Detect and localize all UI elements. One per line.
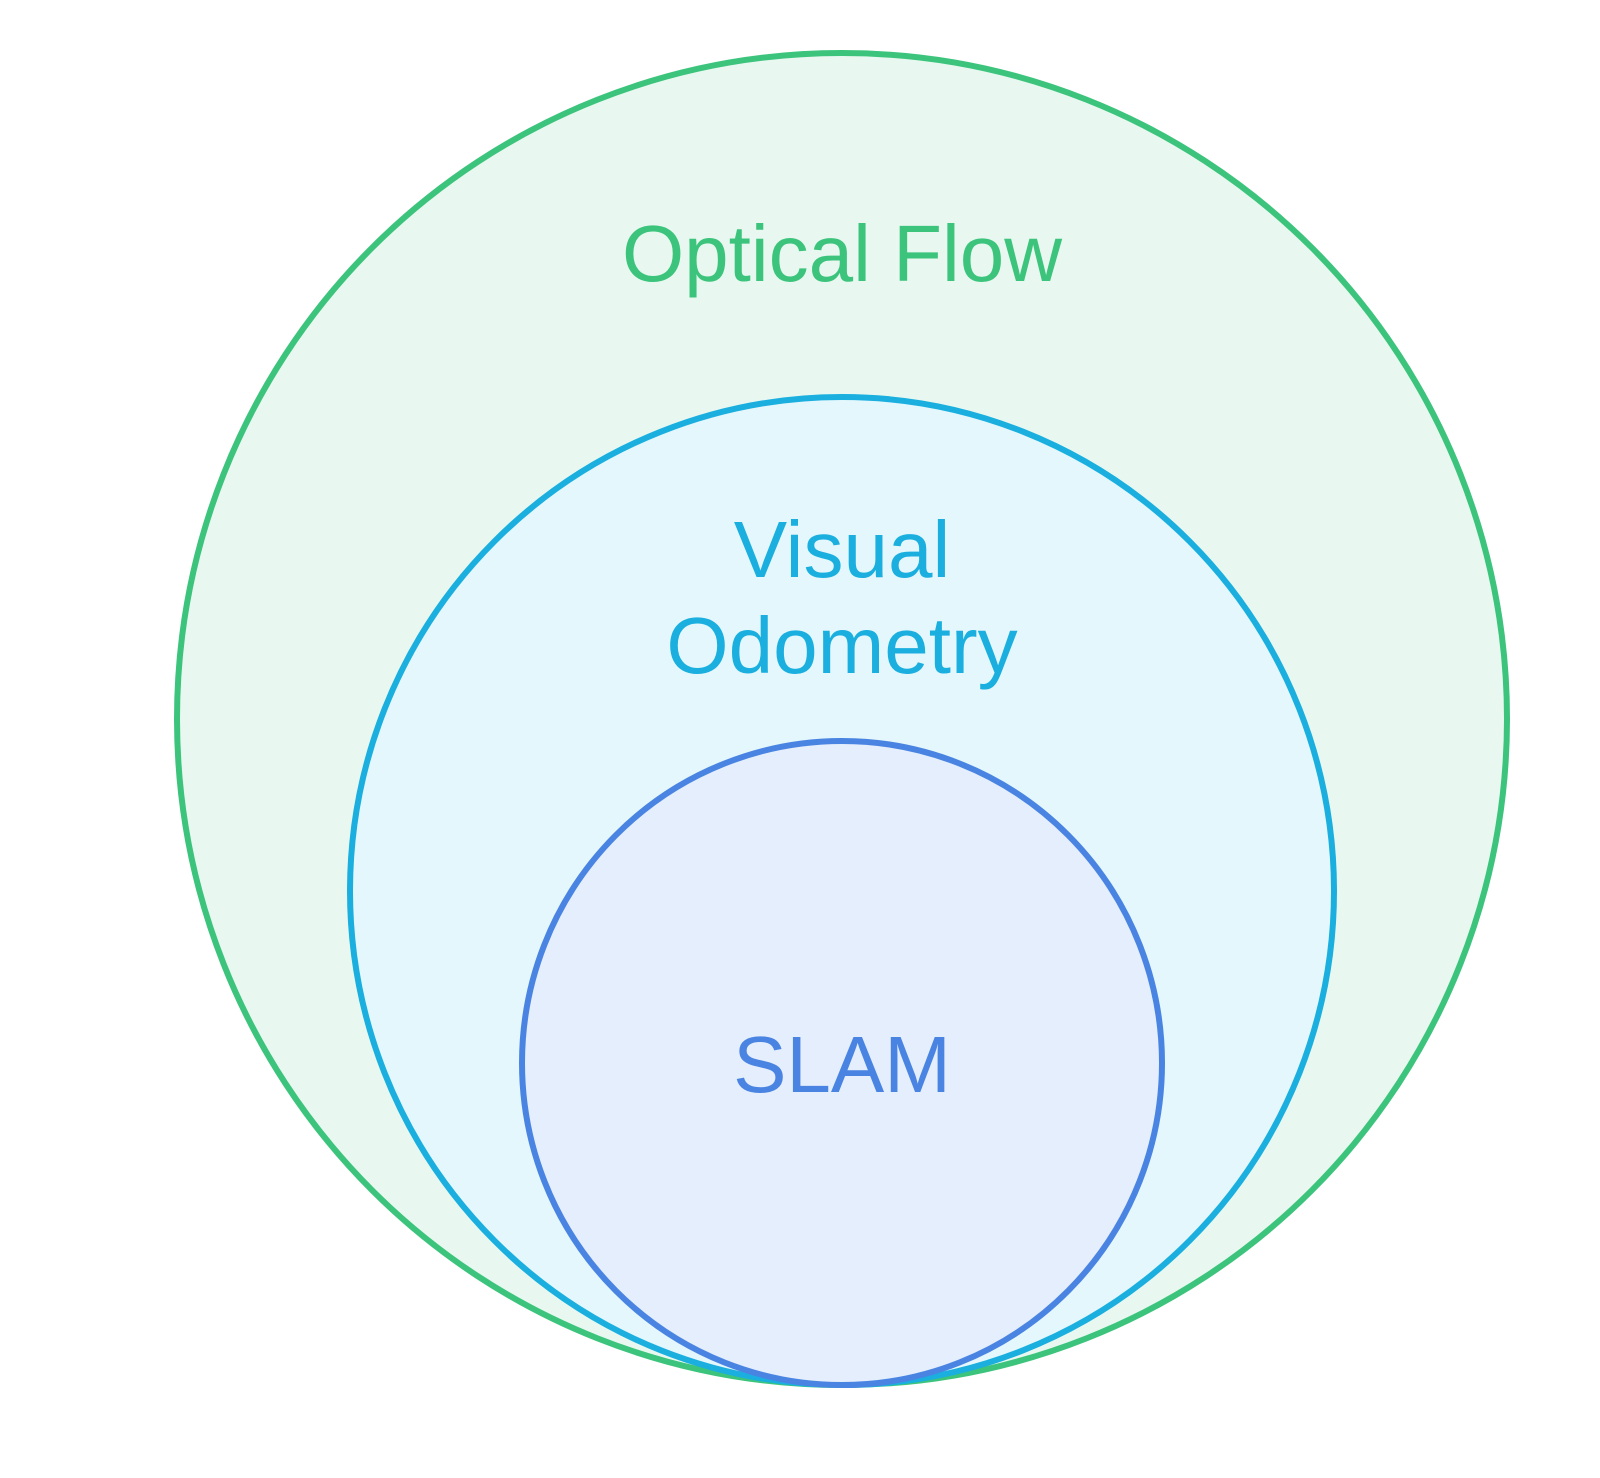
visual-odometry-label-line2: Odometry [666,601,1017,690]
optical-flow-label: Optical Flow [622,209,1062,298]
slam-circle [519,738,1165,1388]
visual-odometry-label-line1: Visual [734,505,950,594]
slam-label: SLAM [733,1020,951,1109]
